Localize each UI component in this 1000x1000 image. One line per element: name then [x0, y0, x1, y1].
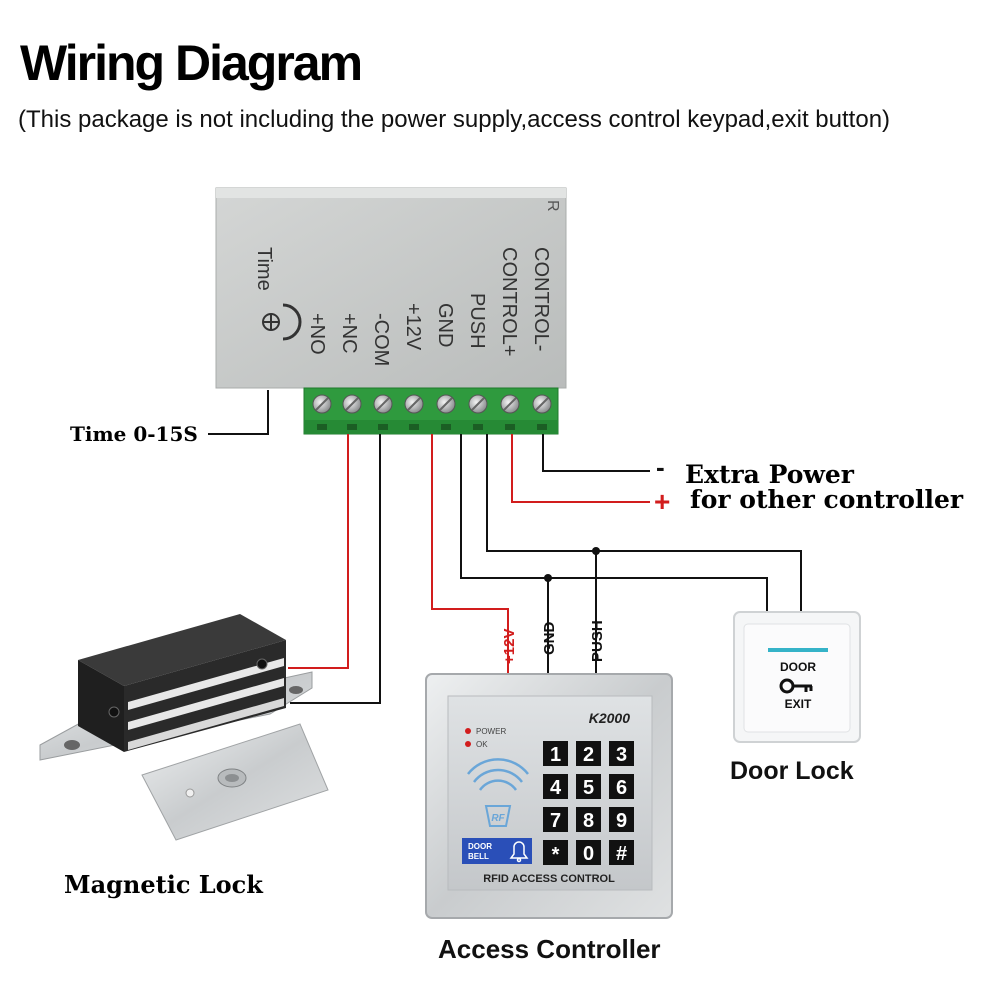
exit-button-bottom-text: EXIT	[785, 697, 812, 711]
junction-dot-gnd	[544, 574, 552, 582]
svg-text:*: *	[552, 844, 560, 866]
terminal-label-push: PUSH	[466, 293, 488, 349]
extra-power-label-line1: Extra Power	[685, 460, 855, 489]
magnetic-lock-caption: Magnetic Lock	[64, 870, 264, 899]
door-bell-text-2: BELL	[468, 852, 489, 861]
terminal-label-gnd: GND	[434, 303, 456, 347]
exit-button-top-text: DOOR	[780, 660, 816, 674]
terminal-label-control-minus: CONTROL-	[530, 247, 552, 351]
key-8[interactable]: 8	[576, 807, 601, 832]
wire-label-gnd: GND	[541, 622, 558, 656]
time-dial-icon	[262, 303, 302, 341]
exit-button[interactable]: DOOR EXIT	[733, 611, 861, 743]
keypad-keys: 1 2 3 4 5 6 7 8 9 * 0 #	[543, 741, 634, 866]
key-3[interactable]: 3	[609, 741, 634, 766]
time-range-label: Time 0-15S	[70, 422, 198, 446]
terminal-label-no: +NO	[306, 313, 328, 355]
key-4[interactable]: 4	[543, 774, 568, 799]
controller-box: R Time +NO +NC -COM +12V GND PUSH CONTRO…	[215, 187, 567, 389]
page-title: Wiring Diagram	[20, 35, 363, 91]
time-leader-line	[208, 390, 269, 435]
keypad-footer: RFID ACCESS CONTROL	[483, 873, 615, 885]
wire-control-minus	[542, 434, 650, 472]
key-1[interactable]: 1	[543, 741, 568, 766]
svg-text:3: 3	[616, 744, 627, 766]
extra-power-label-line2: for other controller	[690, 485, 964, 514]
terminal-block	[303, 387, 559, 435]
key-0[interactable]: 0	[576, 840, 601, 865]
svg-text:8: 8	[583, 810, 594, 832]
bell-icon	[509, 841, 529, 863]
exit-button-accent	[768, 648, 828, 652]
svg-text:5: 5	[583, 777, 594, 799]
terminal-label-com: -COM	[370, 313, 392, 366]
terminal-screws	[312, 394, 552, 414]
wire-label-push: PUSH	[589, 620, 606, 662]
key-6[interactable]: 6	[609, 774, 634, 799]
power-led	[465, 728, 471, 734]
door-bell-text-1: DOOR	[468, 842, 492, 851]
key-2[interactable]: 2	[576, 741, 601, 766]
key-7[interactable]: 7	[543, 807, 568, 832]
corner-mark: R	[544, 200, 561, 212]
wire-nc-to-maglock	[288, 434, 349, 669]
extra-power-minus-sign: -	[656, 452, 665, 482]
ok-led-label: OK	[476, 740, 488, 749]
wire-com-to-maglock	[290, 434, 381, 704]
svg-text:#: #	[616, 843, 627, 865]
svg-text:4: 4	[550, 777, 562, 799]
door-lock-caption: Door Lock	[730, 757, 854, 785]
key-5[interactable]: 5	[576, 774, 601, 799]
svg-text:9: 9	[616, 810, 627, 832]
wire-12v-to-keypad	[431, 434, 509, 674]
wire-gnd-to-exit	[460, 434, 768, 616]
key-star[interactable]: *	[543, 840, 568, 866]
rf-mark: RF	[491, 813, 505, 824]
terminal-label-control-plus: CONTROL+	[498, 247, 520, 356]
access-controller-caption: Access Controller	[438, 934, 661, 964]
wire-label-12v: +12V	[501, 629, 518, 664]
magnetic-lock	[39, 614, 329, 841]
svg-text:1: 1	[550, 744, 561, 766]
terminal-label-12v: +12V	[402, 303, 424, 351]
page-subtitle: (This package is not including the power…	[18, 106, 891, 133]
svg-text:6: 6	[616, 777, 627, 799]
junction-dot-push	[592, 547, 600, 555]
wire-control-plus	[511, 434, 650, 503]
extra-power-plus-sign: +	[654, 486, 670, 517]
ok-led	[465, 741, 471, 747]
terminal-label-nc: +NC	[338, 313, 360, 354]
svg-text:2: 2	[583, 744, 594, 766]
svg-text:7: 7	[550, 810, 561, 832]
wire-push-to-exit	[486, 434, 802, 616]
rf-wave-icon	[467, 758, 529, 791]
key-icon	[779, 678, 813, 694]
svg-text:0: 0	[583, 843, 594, 865]
time-label: Time	[253, 247, 275, 291]
keypad-model: K2000	[589, 710, 630, 726]
power-led-label: POWER	[476, 727, 506, 736]
key-hash[interactable]: #	[609, 840, 634, 865]
key-9[interactable]: 9	[609, 807, 634, 832]
